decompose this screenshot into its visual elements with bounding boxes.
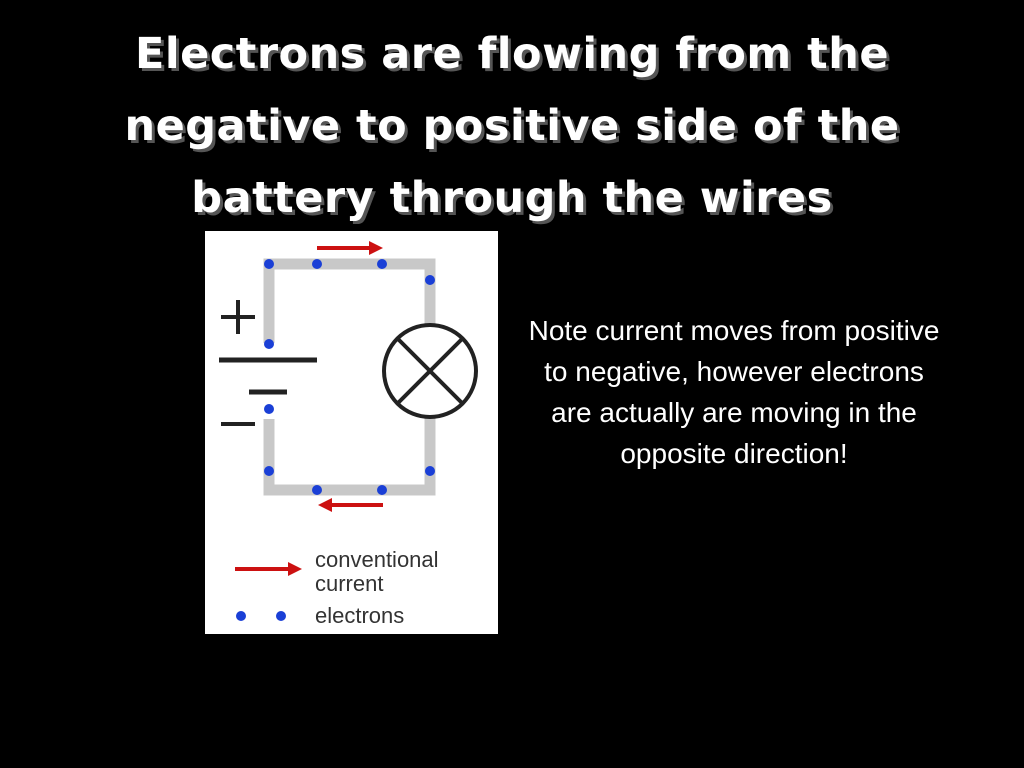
electron-dot (377, 259, 387, 269)
electron-dot (312, 259, 322, 269)
current-arrow-right-icon (317, 241, 383, 255)
electron-dot (264, 339, 274, 349)
legend-conventional-line1: conventional (315, 547, 439, 572)
electron-dot (425, 466, 435, 476)
legend-current-arrow-icon (235, 562, 302, 576)
electron-dot (264, 259, 274, 269)
electron-dot (377, 485, 387, 495)
electron-dot (312, 485, 322, 495)
circuit-diagram-svg: conventional current electrons (219, 241, 478, 628)
legend-electron-dot (276, 611, 286, 621)
legend-electron-dot (236, 611, 246, 621)
electron-dot (425, 275, 435, 285)
circuit-diagram: conventional current electrons (205, 231, 498, 634)
lamp-x-icon (382, 323, 478, 419)
electron-dot (264, 404, 274, 414)
legend-electrons: electrons (315, 603, 404, 628)
legend-conventional-line2: current (315, 571, 383, 596)
note-text: Note current moves from positive to nega… (528, 315, 940, 469)
slide-title: Electrons are flowing from the negative … (124, 29, 900, 223)
current-arrow-left-icon (318, 498, 383, 512)
electron-dot (264, 466, 274, 476)
